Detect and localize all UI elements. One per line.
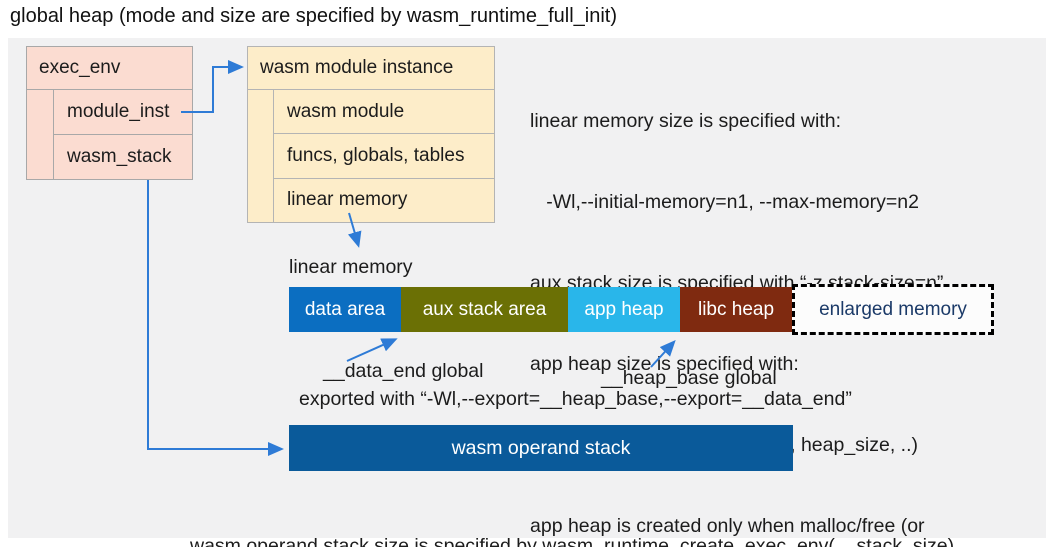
module-instance-row-linear-memory: linear memory	[287, 189, 408, 211]
module-instance-box: wasm module instance wasm module funcs, …	[247, 46, 495, 223]
data-end-global-label: __data_end global	[323, 360, 484, 382]
linear-memory-label: linear memory	[289, 256, 413, 278]
segment-app-heap: app heap	[568, 287, 680, 332]
module-instance-indent-strip	[248, 90, 274, 222]
segment-data-area: data area	[289, 287, 401, 332]
note-line: app heap is created only when malloc/fre…	[530, 515, 925, 537]
exported-with-label: exported with “-Wl,--export=__heap_base,…	[299, 388, 852, 410]
module-instance-title: wasm module instance	[248, 47, 494, 90]
exec-env-body: module_inst wasm_stack	[27, 90, 192, 179]
diagram-title: global heap (mode and size are specified…	[10, 5, 617, 27]
note-line: app heap size is specified with:	[530, 353, 799, 375]
module-instance-row-funcs-globals-tables: funcs, globals, tables	[274, 134, 494, 179]
exec-env-indent-strip	[27, 90, 54, 179]
exec-env-title: exec_env	[27, 47, 192, 90]
segment-aux-stack-area: aux stack area	[401, 287, 568, 332]
note-line: -Wl,--initial-memory=n1, --max-memory=n2	[530, 191, 919, 213]
exec-env-row-module-inst: module_inst	[54, 90, 192, 135]
heap-base-global-label: __heap_base global	[601, 367, 777, 389]
segment-libc-heap: libc heap	[680, 287, 792, 332]
wasm-operand-stack-bar: wasm operand stack	[289, 425, 793, 471]
exec-env-row-wasm-stack: wasm_stack	[67, 146, 172, 167]
segment-enlarged-memory: enlarged memory	[792, 284, 994, 335]
note-line: wasm operand stack size is specified by …	[190, 535, 955, 547]
exec-env-box: exec_env module_inst wasm_stack	[26, 46, 193, 180]
notes-bottom: wasm operand stack size is specified by …	[190, 479, 954, 547]
module-instance-body: wasm module funcs, globals, tables linea…	[248, 90, 494, 222]
note-line: linear memory size is specified with:	[530, 110, 842, 132]
module-instance-row-wasm-module: wasm module	[274, 90, 494, 135]
